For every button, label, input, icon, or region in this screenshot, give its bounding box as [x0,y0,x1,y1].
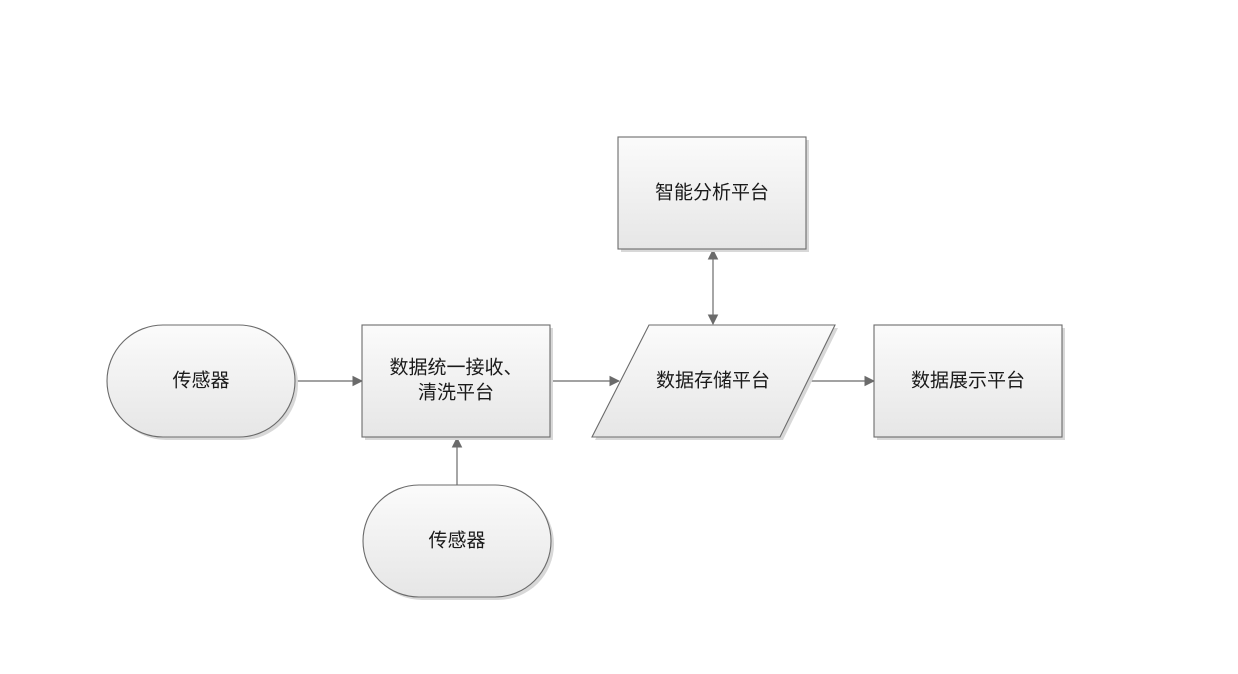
node-display: 数据展示平台 [873,324,1063,438]
edges [296,248,876,486]
node-sensor-2: 传感器 [362,484,552,598]
terminator-shape [106,324,296,438]
process-shape [873,324,1063,438]
terminator-shape [362,484,552,598]
node-label: 传感器 [428,530,485,552]
node-label: 数据展示平台 [911,370,1025,392]
node-label: 传感器 [172,370,229,392]
process-shape [617,136,807,250]
process-shape [361,324,551,438]
node-analysis: 智能分析平台 [617,136,807,250]
node-sensor-1: 传感器 [106,324,296,438]
node-storage: 数据存储平台 [591,324,836,438]
node-ingest: 数据统一接收、 清洗平台 [361,324,551,438]
node-label-line-1: 数据统一接收、 [389,357,522,379]
data-shape [591,324,836,438]
node-label-line-2: 清洗平台 [418,382,494,404]
node-label: 智能分析平台 [655,182,769,204]
node-label: 数据存储平台 [656,370,770,392]
